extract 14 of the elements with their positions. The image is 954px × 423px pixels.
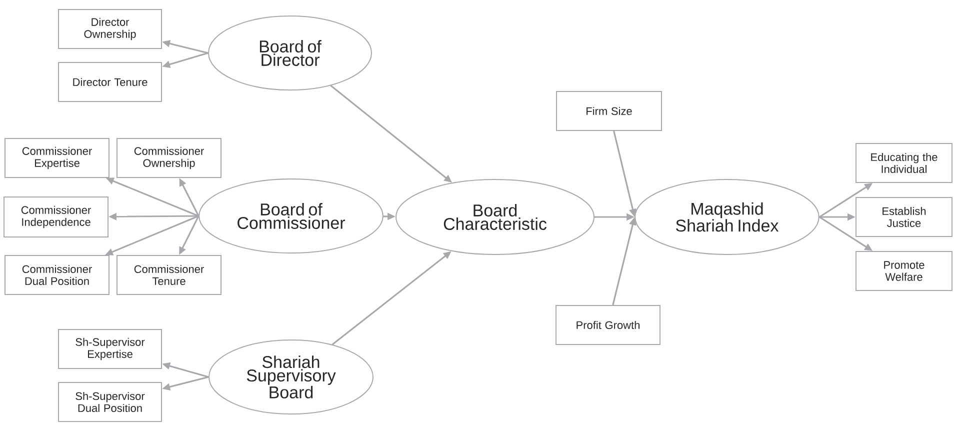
variable-box: Establish Justice: [856, 197, 952, 237]
variable-box: Commissioner Ownership: [116, 138, 222, 178]
variable-box: Director Ownership: [58, 9, 162, 49]
variable-box: Promote Welfare: [856, 251, 952, 291]
variable-box: Profit Growth: [556, 305, 660, 345]
variable-box: Sh-Supervisor Dual Position: [58, 382, 162, 422]
variable-box: Commissioner Independence: [4, 196, 109, 238]
variable-box: Firm Size: [556, 91, 662, 131]
variable-box: Sh-Supervisor Expertise: [58, 329, 162, 369]
variable-box: Commissioner Tenure: [116, 255, 222, 295]
variable-box: Commissioner Expertise: [4, 138, 110, 178]
variable-box: Educating the Individual: [856, 143, 952, 183]
variable-box: Director Tenure: [58, 62, 162, 102]
variable-box: Commissioner Dual Position: [4, 255, 110, 295]
